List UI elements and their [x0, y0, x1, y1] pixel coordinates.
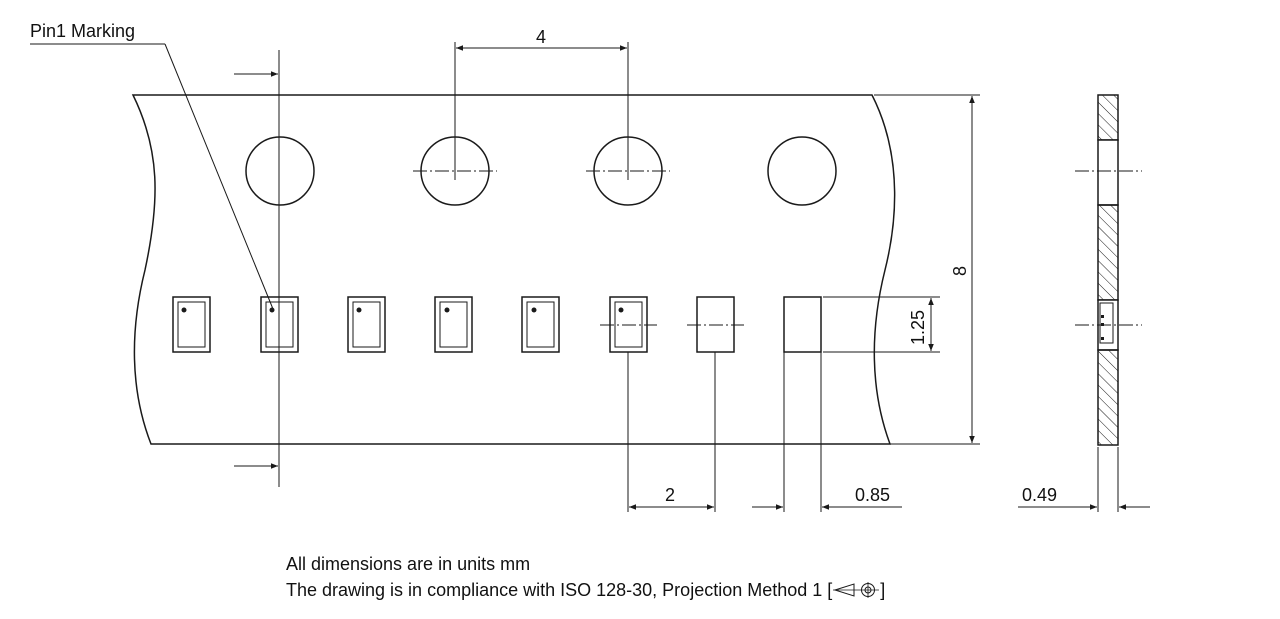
projection-method-1-icon	[833, 582, 880, 598]
iso-note-text: The drawing is in compliance with ISO 12…	[286, 580, 833, 600]
tape-side-view	[1097, 94, 1119, 446]
sprocket-hole	[767, 136, 837, 206]
dim-tape-width: 8	[950, 266, 970, 276]
iso-note: The drawing is in compliance with ISO 12…	[286, 580, 885, 601]
cavity-with-part	[347, 296, 386, 353]
pin1-marking-label: Pin1 Marking	[30, 21, 135, 41]
sprocket-hole	[245, 136, 315, 206]
dim-cavity-length: 1.25	[908, 310, 928, 345]
units-note: All dimensions are in units mm	[286, 554, 531, 574]
dim-cavity-width: 0.85	[855, 485, 890, 505]
cavity-with-part	[172, 296, 211, 353]
dim-hole-pitch: 4	[536, 27, 546, 47]
dim-tape-thickness: 0.49	[1022, 485, 1057, 505]
tape-outline	[131, 94, 896, 445]
cavity-with-part	[434, 296, 473, 353]
iso-note-bracket: ]	[880, 580, 886, 600]
empty-cavity	[783, 296, 822, 353]
dim-cavity-pitch: 2	[665, 485, 675, 505]
cavity-with-part	[521, 296, 560, 353]
